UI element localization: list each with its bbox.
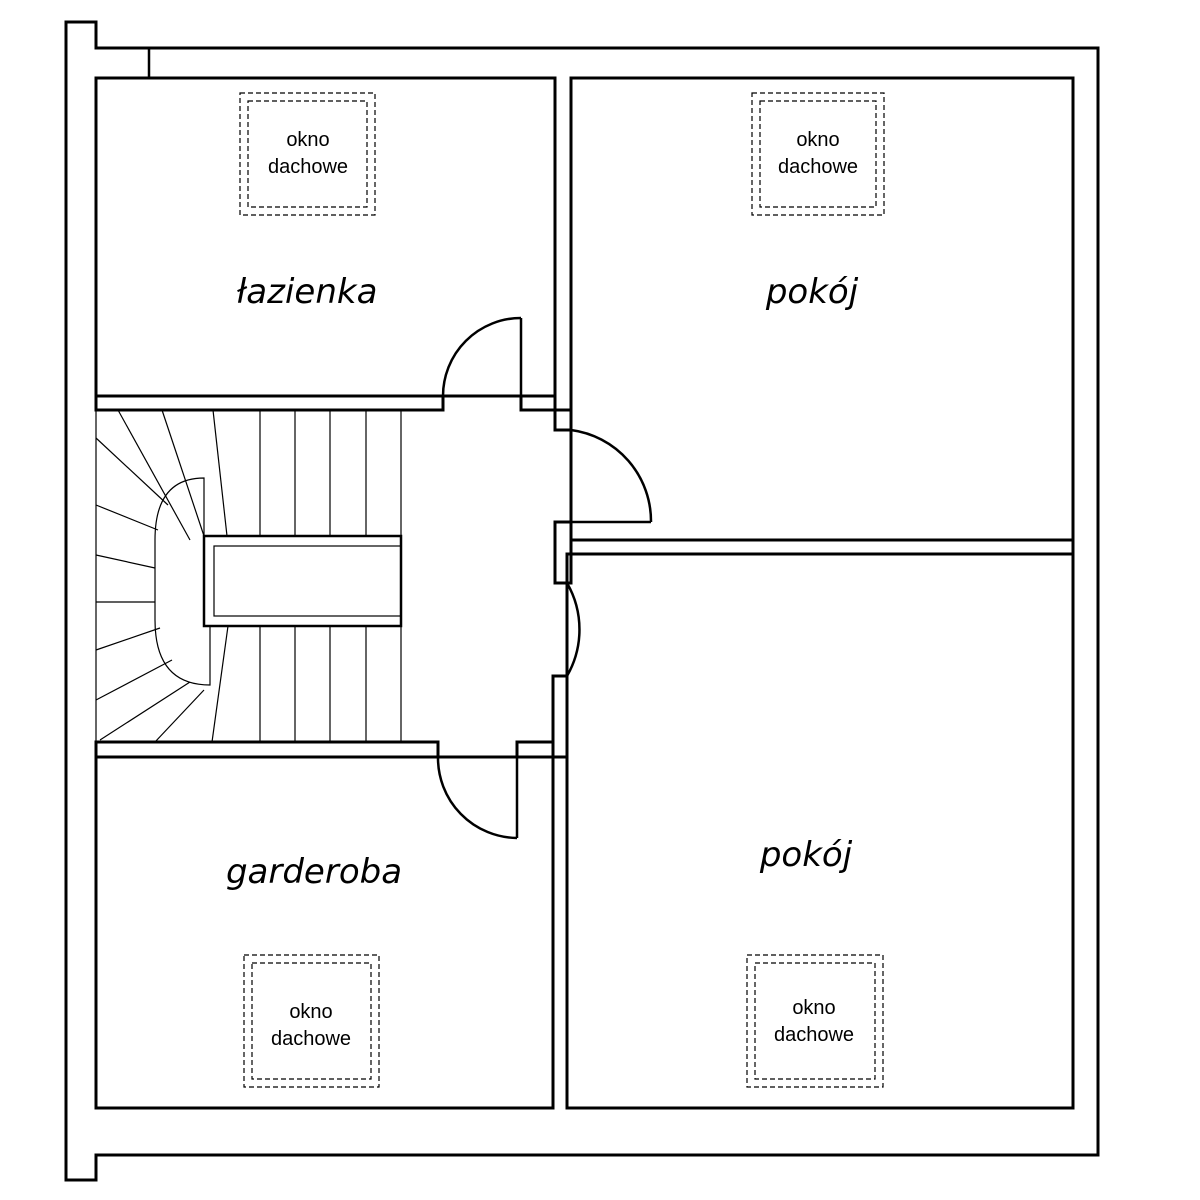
roof-window-label-2: dachowe — [778, 156, 858, 178]
roof-window-2: okno dachowe — [751, 92, 885, 216]
staircase — [95, 409, 403, 743]
roof-window-label-1: okno — [796, 129, 839, 151]
roof-window-label-2: dachowe — [774, 1024, 854, 1046]
roof-window-4: okno dachowe — [746, 954, 884, 1088]
stair-tread — [95, 554, 156, 569]
roof-window-label-2: dachowe — [268, 156, 348, 178]
roof-window-label-2: dachowe — [271, 1028, 351, 1050]
stair-tread — [99, 681, 191, 741]
stair-wall-bottom — [94, 740, 440, 759]
room-bathroom — [94, 76, 557, 398]
room-wardrobe — [94, 755, 555, 1110]
stair-tread — [211, 625, 229, 743]
room-label-room-bottom: pokój — [759, 835, 853, 875]
door-room-bottom — [565, 582, 581, 677]
room-label-room-top: pokój — [765, 272, 859, 312]
stair-tread — [95, 659, 173, 701]
roof-window-label-1: okno — [286, 129, 329, 151]
room-label-bathroom: łazienka — [237, 272, 378, 312]
room-label-wardrobe: garderoba — [226, 852, 402, 892]
room-top-right — [569, 76, 1075, 542]
door-wardrobe — [436, 756, 519, 840]
roof-window-label-1: okno — [792, 997, 835, 1019]
stair-wall-top — [94, 394, 445, 412]
stair-tread — [117, 409, 191, 541]
roof-window-label-1: okno — [289, 1001, 332, 1023]
roof-window-3: okno dachowe — [243, 954, 380, 1088]
door-bathroom — [441, 316, 523, 397]
door-room-top — [569, 428, 653, 524]
roof-window-1: okno dachowe — [239, 92, 376, 216]
stair-tread — [95, 627, 161, 651]
stair-tread — [95, 504, 159, 531]
stair-tread — [161, 409, 205, 537]
stair-tread — [212, 409, 228, 537]
stair-tread — [95, 437, 169, 506]
stair-tread — [154, 689, 205, 743]
room-bottom-right — [565, 552, 1075, 1110]
